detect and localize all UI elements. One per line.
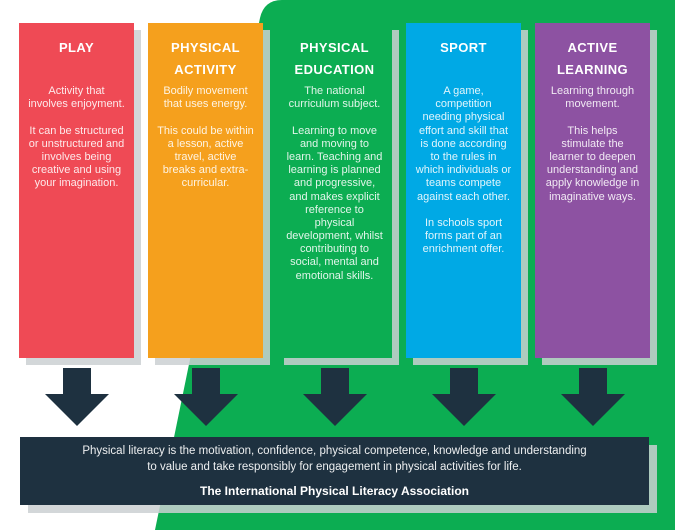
down-arrow-icon — [44, 368, 109, 426]
arrow-cell-active-learning — [535, 368, 650, 426]
column-play: PLAY Activity that involves enjoyment. It… — [19, 23, 134, 358]
column-title-physical-activity: PHYSICAL ACTIVITY — [171, 40, 240, 77]
arrow-cell-physical-activity — [148, 368, 263, 426]
down-arrow-icon — [173, 368, 238, 426]
arrow-cell-physical-education — [277, 368, 392, 426]
physical-literacy-definition: Physical literacy is the motivation, con… — [82, 444, 587, 473]
column-active-learning: ACTIVE LEARNING Learning through movement… — [535, 23, 650, 358]
column-body-active-learning: Learning through movement. This helps st… — [545, 85, 640, 203]
arrow-cell-play — [19, 368, 134, 426]
column-title-sport: SPORT — [440, 40, 487, 55]
column-physical-education: PHYSICAL EDUCATION The national curriculu… — [277, 23, 392, 358]
column-sport: SPORT A game, competition needing physica… — [406, 23, 521, 358]
column-title-active-learning: ACTIVE LEARNING — [556, 40, 629, 77]
column-body-play: Activity that involves enjoyment. It can… — [28, 85, 125, 190]
column-title-physical-education: PHYSICAL EDUCATION — [294, 40, 375, 77]
down-arrow-icon — [302, 368, 367, 426]
arrow-cell-sport — [406, 368, 521, 426]
banner-attribution: The International Physical Literacy Asso… — [200, 484, 469, 499]
arrows-row — [19, 368, 650, 426]
definition-banner: Physical literacy is the motivation, con… — [20, 437, 649, 505]
down-arrow-icon — [560, 368, 625, 426]
column-title-play: PLAY — [58, 40, 95, 55]
column-physical-activity: PHYSICAL ACTIVITY Bodily movement that us… — [148, 23, 263, 358]
column-body-physical-education: The national curriculum subject. Learnin… — [286, 85, 383, 282]
down-arrow-icon — [431, 368, 496, 426]
column-body-sport: A game, competition needing physical eff… — [415, 85, 512, 256]
definition-columns-row: PLAY Activity that involves enjoyment. It… — [19, 23, 650, 358]
column-body-physical-activity: Bodily movement that uses energy. This c… — [157, 85, 254, 190]
